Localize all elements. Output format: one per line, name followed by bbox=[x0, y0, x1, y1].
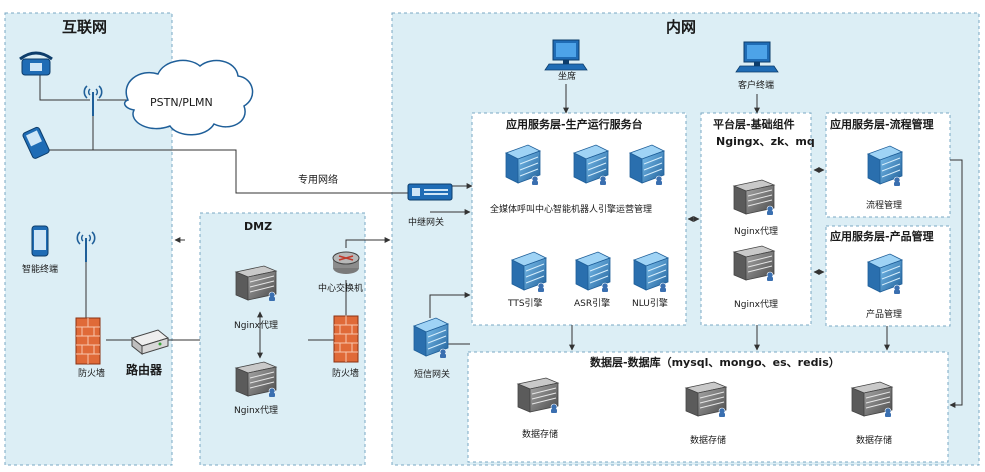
nginx-server-icon bbox=[235, 265, 277, 302]
mobile-phone-icon bbox=[22, 126, 50, 159]
sms-gateway-label: 短信网关 bbox=[414, 370, 451, 380]
router-icon bbox=[130, 329, 170, 356]
data-layer-title: 数据层-数据库（mysql、mongo、es、redis） bbox=[590, 356, 840, 369]
nginx-server-icon bbox=[733, 179, 775, 216]
dmz-nginx-bottom-label: Nginx代理 bbox=[234, 406, 278, 416]
production-service-box bbox=[471, 112, 687, 326]
private-line-label: 专用网络 bbox=[298, 175, 338, 186]
data-store-label-3: 数据存储 bbox=[856, 436, 893, 446]
pstn-cloud bbox=[123, 59, 254, 136]
relay-gateway-icon bbox=[407, 183, 453, 201]
dmz-nginx-top-label: Nginx代理 bbox=[234, 321, 278, 331]
internet-zone-title: 互联网 bbox=[62, 18, 108, 36]
telephone-icon bbox=[19, 51, 53, 76]
server-icon bbox=[629, 144, 665, 186]
database-server-icon bbox=[517, 377, 559, 414]
router-label: 路由器 bbox=[126, 363, 163, 377]
firewall-right-label: 防火墙 bbox=[332, 369, 360, 379]
platform-box-title: 平台层-基础组件 bbox=[713, 118, 795, 131]
production-row1-label: 全媒体呼叫中心智能机器人引擎运营管理 bbox=[490, 205, 653, 215]
platform-nginx-top-label: Nginx代理 bbox=[734, 227, 778, 237]
customer-terminal-label: 客户终端 bbox=[738, 81, 775, 91]
data-store-label-2: 数据存储 bbox=[690, 436, 727, 446]
nginx-server-icon bbox=[733, 245, 775, 282]
database-server-icon bbox=[851, 381, 893, 418]
platform-box-subtitle: Ngingx、zk、mq bbox=[716, 135, 815, 148]
pstn-cloud-label: PSTN/PLMN bbox=[150, 96, 213, 109]
relay-gateway-label: 中继网关 bbox=[408, 218, 445, 228]
smartphone-icon bbox=[31, 225, 49, 257]
platform-nginx-bottom-label: Nginx代理 bbox=[734, 300, 778, 310]
server-icon bbox=[867, 253, 903, 295]
central-switch-label: 中心交换机 bbox=[318, 284, 364, 294]
database-server-icon bbox=[685, 381, 727, 418]
agent-seat-label: 坐席 bbox=[558, 72, 577, 82]
smart-terminal-label: 智能终端 bbox=[22, 265, 59, 275]
tts-engine-label: TTS引擎 bbox=[508, 299, 543, 309]
server-icon bbox=[511, 251, 547, 293]
production-box-title: 应用服务层-生产运行服务台 bbox=[506, 118, 643, 131]
connection-lines bbox=[39, 74, 963, 408]
intranet-zone-title: 内网 bbox=[666, 18, 697, 36]
product-management-label: 产品管理 bbox=[866, 310, 903, 320]
nginx-server-icon bbox=[235, 361, 277, 398]
server-icon bbox=[867, 145, 903, 187]
asr-engine-label: ASR引擎 bbox=[574, 299, 611, 309]
platform-layer-box bbox=[700, 112, 812, 326]
server-icon bbox=[505, 144, 541, 186]
process-box-title: 应用服务层-流程管理 bbox=[830, 118, 934, 131]
firewall-icon bbox=[333, 315, 359, 363]
product-box-title: 应用服务层-产品管理 bbox=[830, 230, 934, 243]
dmz-zone-title: DMZ bbox=[244, 220, 273, 233]
server-icon bbox=[573, 144, 609, 186]
process-management-label: 流程管理 bbox=[866, 201, 903, 211]
switch-icon bbox=[332, 251, 360, 274]
firewall-icon bbox=[75, 317, 101, 365]
data-store-label-1: 数据存储 bbox=[522, 430, 559, 440]
sms-gateway-server-icon bbox=[413, 317, 449, 359]
server-icon bbox=[633, 251, 669, 293]
nlu-engine-label: NLU引擎 bbox=[632, 299, 668, 309]
firewall-left-label: 防火墙 bbox=[78, 369, 106, 379]
server-icon bbox=[575, 251, 611, 293]
